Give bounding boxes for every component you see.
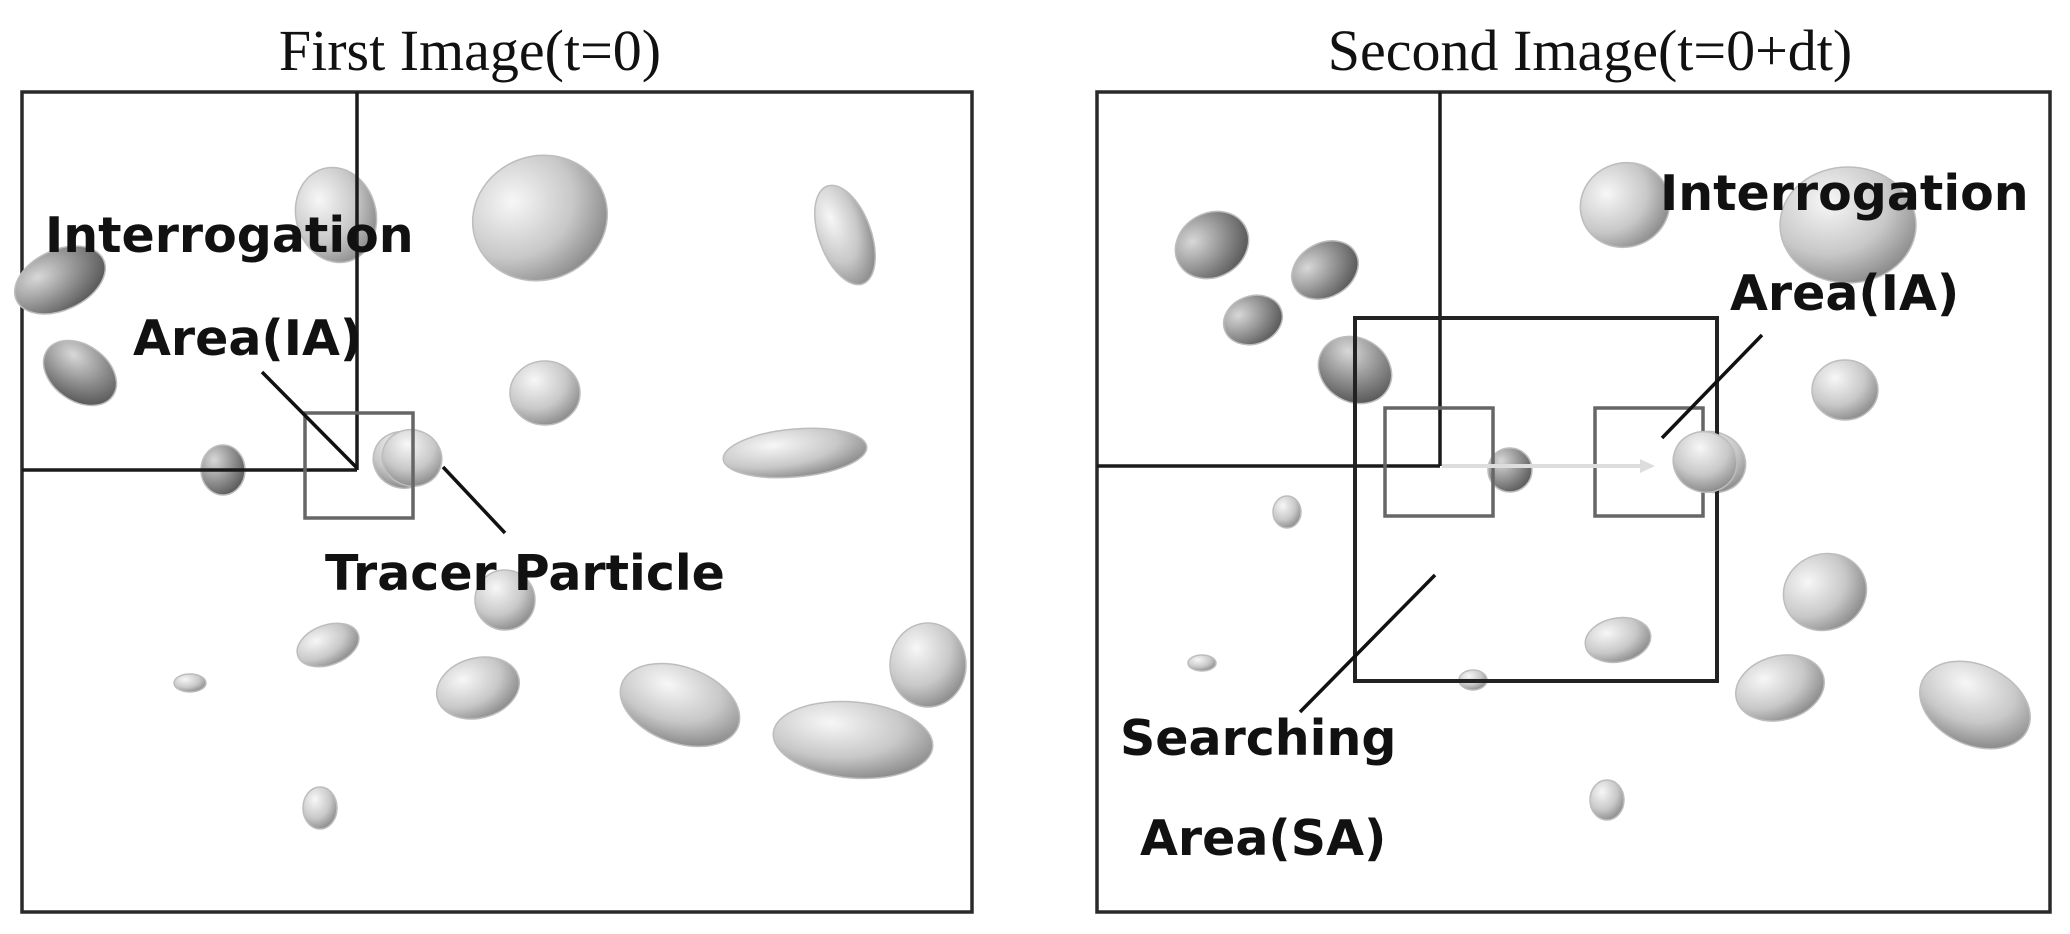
tracer-particle-label: Tracer Particle <box>325 545 725 602</box>
ia-leader-line <box>1660 333 1764 440</box>
tracer-particle <box>435 656 521 720</box>
second-image-frame <box>1095 90 2052 914</box>
searching-label: Searching <box>1120 710 1396 767</box>
tracer-particle <box>1291 240 1359 300</box>
tracer-particle <box>13 245 107 315</box>
tracer-particle <box>1187 654 1217 672</box>
tracer-particle <box>1579 161 1671 249</box>
second-image-title: Second Image(t=0+dt) <box>1328 18 1852 83</box>
tracer-particle <box>1811 359 1879 421</box>
searching-area-box <box>1353 316 1719 683</box>
interrogation-area-box <box>303 411 415 520</box>
sa-leader-line <box>1298 573 1437 714</box>
tracer-particle <box>509 360 581 426</box>
tracer-particle <box>619 662 741 748</box>
interrogation-label: Interrogation <box>45 207 414 264</box>
first-image-frame <box>20 90 974 914</box>
tracer-particle <box>1487 447 1533 493</box>
tracer-particle <box>1589 779 1625 821</box>
tracer-particle <box>296 622 360 668</box>
tracer-particle <box>1174 210 1250 280</box>
tracer-particle <box>42 339 118 407</box>
second-image-panel: Second Image(t=0+dt) <box>1095 18 2052 914</box>
tracer-particle <box>1919 660 2031 750</box>
tracer-particle <box>173 673 207 693</box>
tracer-particle <box>1222 294 1284 346</box>
original-interrogation-area-box <box>1383 406 1495 518</box>
tracer-particle <box>722 427 868 479</box>
tracer-particle <box>474 569 536 631</box>
tracer-particle <box>1584 616 1652 664</box>
first-image-title: First Image(t=0) <box>279 18 661 83</box>
tracer-particle <box>1272 495 1302 529</box>
tracer-particle <box>772 700 934 780</box>
ia-leader-line <box>260 370 359 470</box>
tracer-particle <box>1782 552 1868 632</box>
tracer-particle <box>471 154 609 282</box>
tracer-particle <box>1735 654 1825 722</box>
displacement-arrow-head <box>1640 459 1655 473</box>
tracer-particles-first <box>13 154 967 830</box>
tracer-particle-highlighted <box>1672 431 1738 493</box>
tracer-particle <box>1779 166 1917 284</box>
area-ia-label: Area(IA) <box>133 310 362 367</box>
tracer-particle <box>814 184 876 286</box>
area-sa-label: Area(SA) <box>1140 810 1386 867</box>
tracer-particle <box>302 786 338 830</box>
tracer-leader-line <box>441 465 507 535</box>
area-ia-label: Area(IA) <box>1730 265 1959 322</box>
interrogation-label: Interrogation <box>1660 165 2029 222</box>
first-image-panel: First Image(t=0) <box>13 18 974 914</box>
tracer-particle <box>889 622 967 708</box>
